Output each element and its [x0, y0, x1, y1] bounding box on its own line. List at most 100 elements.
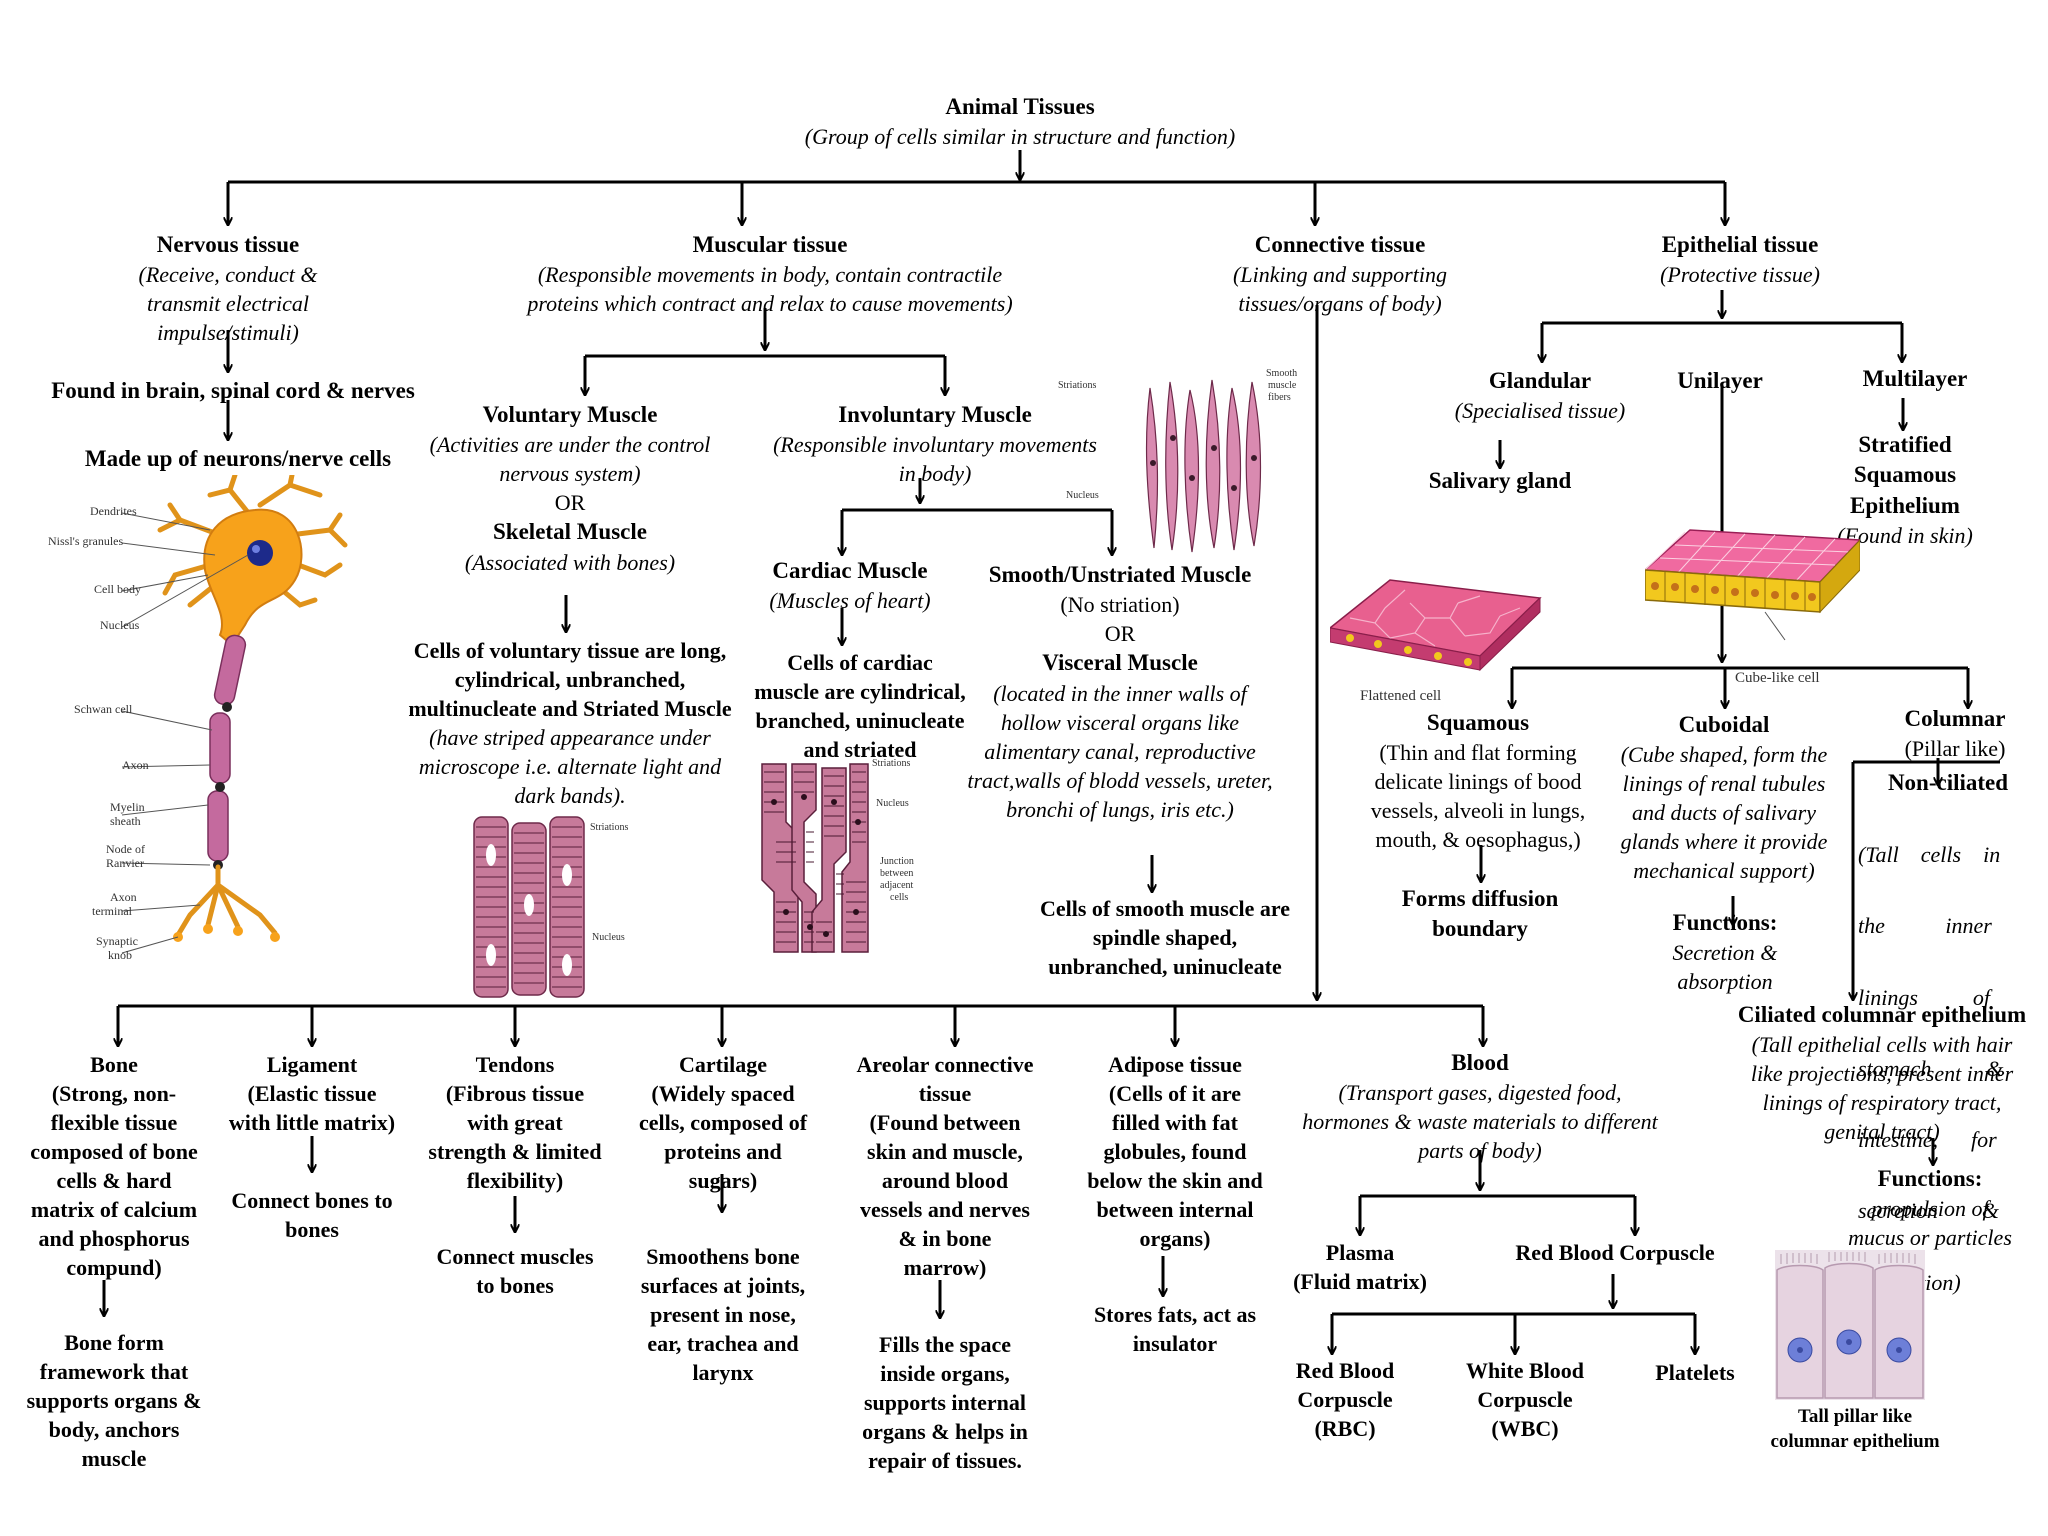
wbc-line: White Blood	[1466, 1358, 1584, 1383]
muscular-desc-line: (Responsible movements in body, contain …	[537, 262, 1003, 288]
smooth-title: Smooth/Unstriated Muscle	[988, 562, 1252, 587]
ligament-node: Ligament (Elastic tissue with little mat…	[212, 1050, 412, 1137]
connective-tissue-node: Connective tissue (Linking and supportin…	[1210, 230, 1470, 318]
non-ciliated-desc-line: the inner	[1858, 913, 1992, 939]
non-ciliated-desc: (Tall cells in the inner linings of stom…	[1858, 798, 2038, 1318]
voluntary-desc-line: (Activities are under the control	[429, 432, 711, 458]
cartilage-fn-line: ear, trachea and	[647, 1331, 799, 1357]
areolar-line: & in bone	[898, 1226, 992, 1252]
root-title: Animal Tissues	[945, 94, 1095, 119]
smooth-cells-node: Cells of smooth muscle are spindle shape…	[1000, 894, 1330, 981]
cardiac-title: Cardiac Muscle	[772, 558, 928, 583]
areolar-line: around blood	[881, 1168, 1009, 1194]
adipose-line: organs)	[1139, 1226, 1211, 1252]
voluntary-or: OR	[554, 490, 586, 516]
cardiac-cells-line: muscle are cylindrical,	[754, 679, 966, 705]
cartilage-fn-line: surfaces at joints,	[640, 1273, 806, 1299]
ciliated-function: Functions: propulsion of mucus or partic…	[1790, 1164, 2048, 1252]
cartilage-fn-line: larynx	[692, 1360, 754, 1386]
cuboidal-fn-line: absorption	[1677, 969, 1773, 995]
multilayer-title: Multilayer	[1862, 366, 1968, 391]
nervous-made: Made up of neurons/nerve cells	[68, 444, 408, 474]
voluntary-title: Voluntary Muscle	[482, 402, 658, 427]
muscular-title: Muscular tissue	[692, 232, 848, 257]
squamous-desc-line: (Thin and flat forming	[1379, 740, 1577, 766]
bone-line: flexible tissue	[50, 1110, 178, 1136]
smooth-label: Nucleus	[1066, 490, 1099, 501]
muscular-tissue-node: Muscular tissue (Responsible movements i…	[490, 230, 1050, 318]
ligament-fn-line: bones	[285, 1217, 339, 1243]
rbc-line: (RBC)	[1314, 1416, 1376, 1442]
skeletal-desc: (Associated with bones)	[464, 549, 676, 575]
connective-desc-line: tissues/organs of body)	[1238, 291, 1442, 317]
voluntary-cells-line: cylindrical, unbranched,	[454, 667, 686, 693]
bone-line: and phosphorus	[38, 1226, 190, 1252]
ligament-line: Ligament	[266, 1052, 358, 1077]
smooth-label: muscle	[1268, 380, 1297, 391]
plasma-node: Plasma (Fluid matrix)	[1270, 1238, 1450, 1296]
voluntary-cells-desc: (have striped appearance under	[429, 725, 711, 751]
multilayer-node: Multilayer	[1840, 364, 1990, 394]
squamous-fn-line: boundary	[1432, 916, 1528, 942]
skeletal-muscle-illustration	[473, 816, 585, 998]
platelets-node: Platelets	[1625, 1358, 1765, 1387]
neuron-label: Nucleus	[100, 618, 140, 632]
adipose-node: Adipose tissue (Cells of it are filled w…	[1060, 1050, 1290, 1253]
ciliated-desc-line: linings of respiratory tract,	[1762, 1090, 2002, 1116]
bone-fn-line: Bone form	[64, 1330, 164, 1355]
cardiac-label: Junction	[880, 856, 914, 867]
areolar-fn-line: organs & helps in	[862, 1419, 1028, 1445]
adipose-function: Stores fats, act as insulator	[1060, 1300, 1290, 1358]
bone-line: Bone	[90, 1052, 138, 1077]
ciliated-node: Ciliated columnar epithelium (Tall epith…	[1722, 1000, 2042, 1146]
cardiac-label: adjacent	[880, 880, 914, 891]
stratified-line: Squamous	[1853, 462, 1957, 488]
bone-line: matrix of calcium	[30, 1197, 198, 1223]
non-ciliated-desc-line: intestine, for	[1858, 1127, 1997, 1153]
epithelial-title: Epithelial tissue	[1661, 232, 1819, 257]
ciliated-fn-title: Functions:	[1877, 1166, 1983, 1191]
cartilage-fn-line: present in nose,	[650, 1302, 796, 1328]
smooth-desc: (No striation)	[1060, 592, 1180, 618]
voluntary-muscle-node: Voluntary Muscle (Activities are under t…	[400, 400, 740, 577]
stratified-line: Epithelium	[1850, 492, 1960, 518]
tendons-fn-line: to bones	[476, 1273, 554, 1299]
cardiac-label: between	[880, 868, 914, 879]
nervous-desc-line: impulse/stimuli)	[157, 320, 299, 346]
blood-desc-line: (Transport gases, digested food,	[1338, 1080, 1622, 1106]
bone-line: cells & hard	[56, 1168, 172, 1194]
salivary-gland-text: Salivary gland	[1428, 468, 1572, 493]
skeletal-label: Nucleus	[592, 932, 625, 943]
neuron-label: Cell body	[94, 582, 141, 596]
areolar-fn-line: supports internal	[864, 1390, 1026, 1416]
plasma-line: Plasma	[1325, 1240, 1395, 1265]
cuboidal-fn-line: Secretion &	[1672, 940, 1778, 966]
wbc-line: Corpuscle	[1477, 1387, 1573, 1413]
areolar-line: tissue	[918, 1081, 972, 1107]
areolar-function: Fills the space inside organs, supports …	[830, 1330, 1060, 1475]
adipose-line: filled with fat	[1112, 1110, 1238, 1136]
visceral-desc-line: tract,walls of blodd vessels, ureter,	[967, 767, 1273, 793]
neuron-label: Axon	[110, 890, 137, 904]
non-ciliated-node: Non-ciliated	[1858, 768, 2038, 798]
columnar-epithelium-illustration	[1775, 1250, 1925, 1400]
voluntary-cells-line: Cells of voluntary tissue are long,	[413, 638, 727, 663]
adipose-fn-line: insulator	[1132, 1331, 1218, 1357]
glandular-desc: (Specialised tissue)	[1454, 398, 1626, 424]
glandular-node: Glandular (Specialised tissue)	[1420, 366, 1660, 425]
rbc-parent-node: Red Blood Corpuscle	[1480, 1238, 1750, 1267]
bone-fn-line: supports organs &	[26, 1388, 202, 1414]
wbc-node: White Blood Corpuscle (WBC)	[1440, 1356, 1610, 1443]
adipose-line: (Cells of it are	[1108, 1081, 1242, 1107]
cuboidal-node: Cuboidal (Cube shaped, form the linings …	[1604, 710, 1844, 886]
muscular-desc-line: proteins which contract and relax to cau…	[527, 291, 1013, 317]
cardiac-cells-line: and striated	[803, 737, 917, 763]
adipose-line: Adipose tissue	[1108, 1052, 1242, 1077]
tendons-line: strength & limited	[428, 1139, 602, 1165]
connective-desc-line: (Linking and supporting	[1233, 262, 1447, 288]
adipose-line: between internal	[1096, 1197, 1254, 1223]
squamous-desc-line: mouth, & oesophagus,)	[1375, 827, 1581, 853]
ligament-line: (Elastic tissue	[247, 1081, 377, 1107]
squamous-title: Squamous	[1426, 710, 1530, 735]
smooth-cells-line: unbranched, uninucleate	[1048, 954, 1282, 980]
